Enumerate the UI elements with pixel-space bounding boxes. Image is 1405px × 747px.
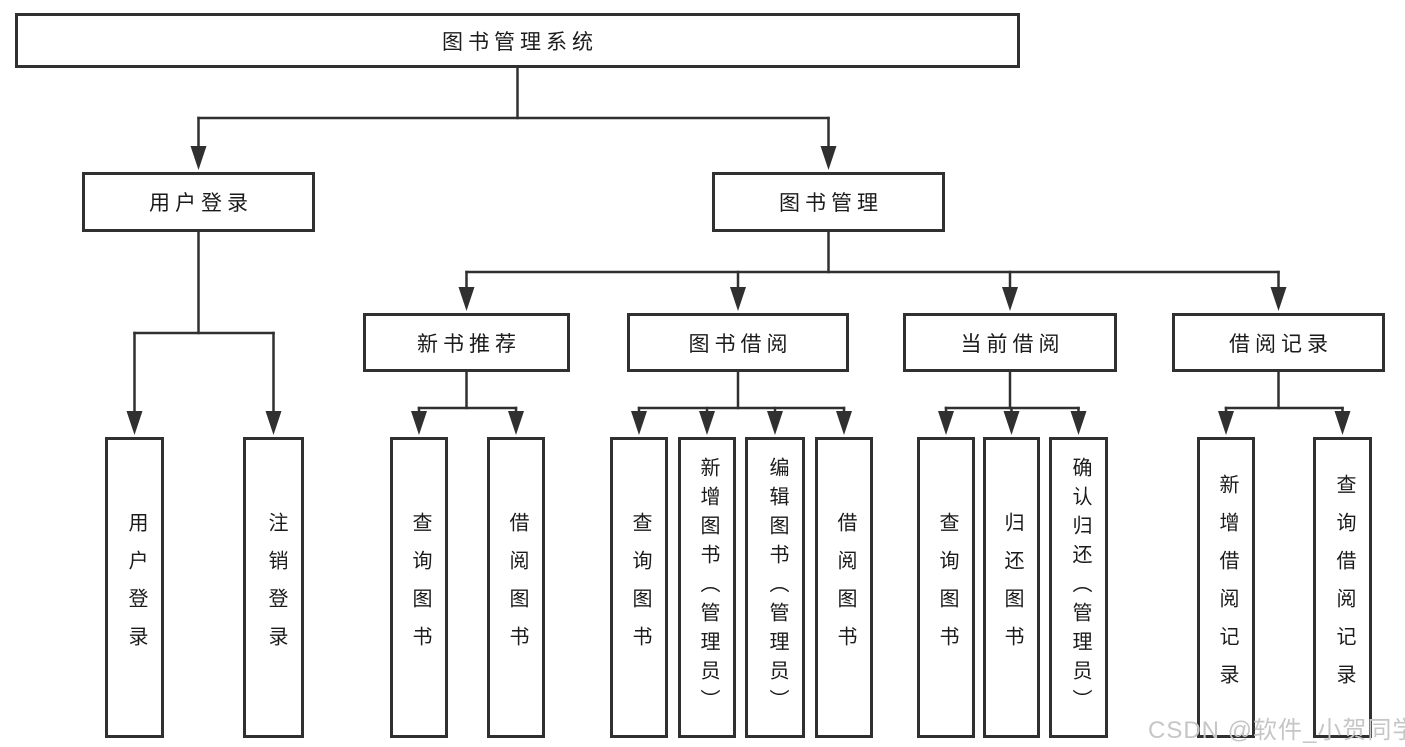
leaf-record-add-borrow-record: 新增借阅记录 <box>1197 437 1255 738</box>
leaf-current-confirm-return-admin: 确认归还（管理员） <box>1049 437 1108 738</box>
leaf-borrow-edit-books-admin: 编辑图书（管理员） <box>745 437 805 738</box>
node-user-login: 用户登录 <box>82 172 315 232</box>
leaf-borrow-borrow-books: 借阅图书 <box>815 437 873 738</box>
node-new-book-recommend: 新书推荐 <box>363 313 570 372</box>
leaf-borrow-add-books-admin: 新增图书（管理员） <box>678 437 736 738</box>
node-current-borrow: 当前借阅 <box>903 313 1117 372</box>
node-library-system: 图书管理系统 <box>15 13 1020 68</box>
leaf-logout: 注销登录 <box>243 437 304 738</box>
csdn-watermark: CSDN @软件_小贺同学 <box>1148 717 1405 744</box>
node-borrow-record: 借阅记录 <box>1172 313 1385 372</box>
node-book-borrow: 图书借阅 <box>627 313 849 372</box>
leaf-current-query-books: 查询图书 <box>917 437 975 738</box>
leaf-current-return-books: 归还图书 <box>983 437 1040 738</box>
leaf-recommend-query-books: 查询图书 <box>390 437 448 738</box>
leaf-borrow-query-books: 查询图书 <box>610 437 668 738</box>
node-book-management: 图书管理 <box>712 172 945 232</box>
leaf-recommend-borrow-books: 借阅图书 <box>487 437 545 738</box>
leaf-record-query-borrow-record: 查询借阅记录 <box>1313 437 1372 738</box>
leaf-user-login: 用户登录 <box>105 437 164 738</box>
